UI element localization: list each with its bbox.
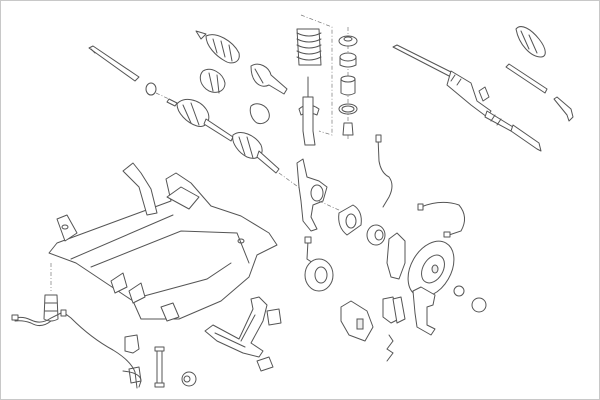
cv-joint-boot-kit xyxy=(195,30,240,64)
stabilizer-bar xyxy=(11,309,142,389)
control-arm xyxy=(204,296,268,358)
axle-nut xyxy=(145,82,157,96)
stabilizer-link xyxy=(154,346,165,388)
outer-cv-joint xyxy=(250,63,288,95)
inner-tie-rod xyxy=(505,63,548,94)
ball-joint xyxy=(256,356,274,372)
subframe-bushing xyxy=(43,294,59,322)
tie-rod-left xyxy=(88,45,140,82)
tie-rod-end xyxy=(553,96,574,122)
hub-nut xyxy=(453,285,465,297)
subframe xyxy=(48,162,278,322)
spring-clip xyxy=(386,334,394,362)
assembly-bracket-line xyxy=(300,14,333,136)
steering-knuckle xyxy=(296,158,328,232)
coil-spring xyxy=(296,28,322,66)
splash-shield xyxy=(386,232,406,280)
steering-boot xyxy=(515,26,546,58)
axis-line xyxy=(318,200,342,212)
shock-absorber xyxy=(298,76,320,146)
wheel-hub xyxy=(338,204,362,236)
caliper-carrier xyxy=(412,286,436,336)
axis-line xyxy=(155,92,170,100)
brake-wear-sensor xyxy=(417,201,465,238)
control-arm-bushing xyxy=(266,308,282,326)
stabilizer-bracket xyxy=(124,334,140,354)
brake-pads xyxy=(382,296,406,324)
hub-bearing-unit xyxy=(304,236,334,292)
hub-cap xyxy=(471,297,487,313)
small-boot xyxy=(249,103,270,124)
drive-shaft xyxy=(166,98,280,174)
wheel-bearing xyxy=(366,224,386,246)
brake-caliper xyxy=(340,300,374,342)
cv-boot xyxy=(199,68,226,94)
abs-sensor xyxy=(375,134,393,208)
control-arm-bushing xyxy=(181,371,197,387)
steering-rack xyxy=(392,44,542,152)
strut-mount-stack xyxy=(338,27,358,141)
